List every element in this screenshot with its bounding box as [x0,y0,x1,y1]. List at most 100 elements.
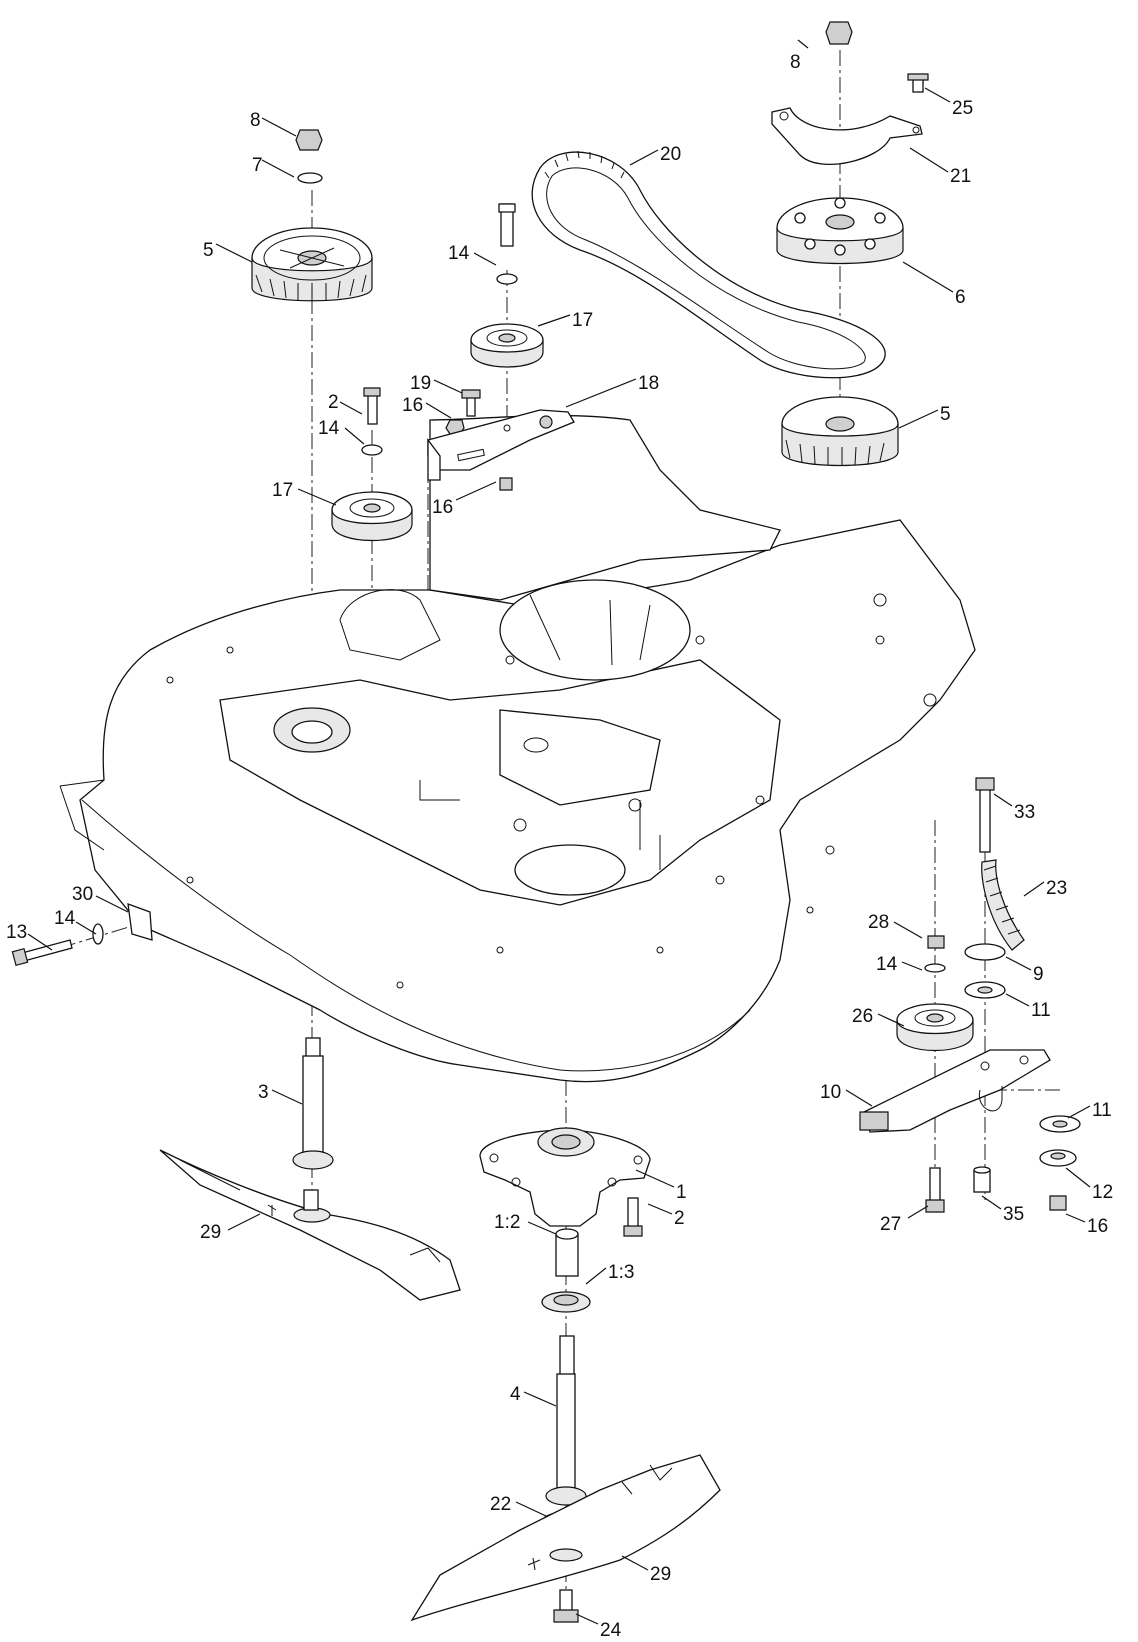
callout-label: 9 [1033,964,1044,985]
callout-leader-c20 [1023,881,1045,897]
callout-leader-c37 [1065,1213,1086,1223]
callout-leader-c5 [261,117,297,137]
callout-label: 28 [868,912,889,933]
left-spindle-blade [159,1037,461,1301]
callout-label: 26 [852,1006,873,1027]
callout-leader-c7 [215,243,253,263]
callout-label: 30 [72,884,93,905]
callout-leader-c2 [924,87,951,103]
callout-label: 29 [650,1564,671,1585]
callout-label: 16 [1087,1216,1108,1237]
callout-label: 29 [200,1222,221,1243]
callout-leader-c15 [898,409,939,429]
callout-leader-c26 [1005,956,1032,971]
callout-label: 1:2 [494,1212,520,1233]
callout-label: 24 [600,1620,622,1641]
callout-label: 17 [272,480,293,501]
callout-leader-c27 [1005,993,1030,1007]
right-lower-pulley [781,396,899,467]
callout-label: 22 [490,1494,511,1515]
callout-label: 14 [54,908,76,929]
callout-leader-c13 [339,401,363,415]
idler-bracket-assembly [331,203,575,542]
callout-label: 7 [252,155,263,176]
callout-leader-c43 [621,1555,649,1571]
callout-leader-c23 [75,921,97,935]
callout-leader-c30 [845,1089,873,1107]
callout-leader-c36 [907,1205,929,1219]
callout-leader-c29 [271,1089,303,1105]
callout-leader-c3 [629,149,659,166]
callout-label: 1:3 [608,1262,634,1283]
callout-leader-c12 [565,378,637,408]
callout-leader-c31 [1067,1105,1091,1119]
callout-label: 33 [1014,802,1035,823]
callout-label: 23 [1046,878,1067,899]
callout-leader-c41 [523,1391,557,1407]
callout-leader-c40 [585,1267,607,1285]
callout-label: 5 [203,240,214,261]
callout-leader-c8 [473,252,497,266]
callout-leader-c39 [527,1221,557,1235]
callout-leader-c1 [797,39,809,49]
callout-label: 5 [940,404,951,425]
callout-label: 17 [572,310,593,331]
callout-label: 35 [1003,1204,1024,1225]
callout-leader-c18 [455,481,497,501]
callout-leader-c11 [433,379,463,394]
callout-label: 2 [674,1208,685,1229]
left-pulley-assembly [251,129,373,302]
callout-leader-c6 [261,159,295,178]
callout-label: 1 [676,1182,687,1203]
callout-label: 11 [1031,1000,1051,1021]
callout-leader-c17 [297,488,337,506]
drive-belt [531,150,886,379]
callout-leader-c16 [344,427,365,445]
callout-leader-c22 [893,921,923,939]
callout-label: 25 [952,98,973,119]
callout-leader-c34 [981,1195,1002,1210]
callout-label: 12 [1092,1182,1113,1203]
callout-label: 14 [318,418,340,439]
callout-leader-c42 [515,1501,547,1517]
callout-label: 4 [510,1384,521,1405]
callout-leader-c32 [635,1169,675,1188]
callout-leader-c19 [993,793,1013,807]
callout-leader-c4 [909,147,949,173]
callout-label: 3 [258,1082,269,1103]
tensioner-assembly [859,777,1081,1213]
callout-leader-c14 [425,402,452,419]
callout-label: 8 [790,52,801,73]
right-pulley-assembly [771,21,929,265]
callout-label: 16 [432,497,453,518]
callout-leader-c10 [537,314,571,327]
callout-label: 14 [448,243,470,264]
callout-label: 20 [660,144,681,165]
callout-leader-c21 [95,895,129,913]
callout-leader-c24 [27,933,53,951]
callout-leader-c33 [1065,1167,1091,1188]
callout-label: 2 [328,392,339,413]
callout-label: 6 [955,287,966,308]
callout-label: 18 [638,373,659,394]
callout-label: 19 [410,373,431,394]
callout-leader-c38 [227,1213,261,1231]
callout-label: 21 [950,166,971,187]
callout-leader-c28 [877,1013,905,1027]
callout-leader-c25 [901,961,923,971]
callout-label: 27 [880,1214,901,1235]
callout-label: 16 [402,395,423,416]
center-spindle-blade [410,1127,721,1623]
callout-leader-c35 [647,1203,673,1215]
callout-label: 14 [876,954,898,975]
callout-label: 11 [1092,1100,1112,1121]
callout-label: 8 [250,110,261,131]
left-side-hardware [11,903,153,967]
callout-label: 10 [820,1082,841,1103]
callout-leader-c44 [575,1613,599,1625]
callout-leader-c9 [902,261,954,293]
mower-deck [59,414,976,1083]
callout-label: 13 [6,922,27,943]
